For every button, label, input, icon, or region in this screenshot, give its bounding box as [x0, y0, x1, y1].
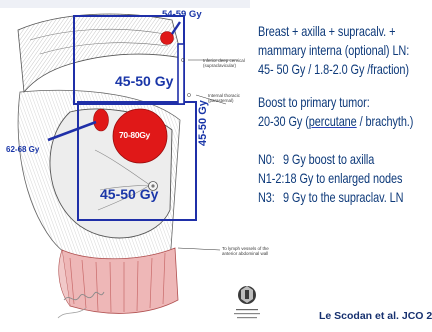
- citation: Le Scodan et al. JCO 2009: [319, 310, 432, 322]
- axillary-dose-label: 62-68 Gy: [6, 145, 39, 154]
- treatment-line-2: mammary interna (optional) LN:: [258, 42, 409, 59]
- boost-title: Boost to primary tumor:: [258, 94, 370, 111]
- boost-dose: 20-30 Gy (percutane / brachyth.): [258, 113, 413, 130]
- lymph-vessels-label: To lymph vessels of the anterior abdomin…: [222, 246, 269, 256]
- internal-thoracic-label: Internal thoracic (parasternal): [208, 93, 240, 103]
- treatment-line-3: 45- 50 Gy / 1.8-2.0 Gy /fraction): [258, 61, 409, 78]
- university-seal-logo: [230, 281, 264, 325]
- percutane-underlined: percutane: [309, 113, 357, 129]
- supraclav-dose-label: 54-59 Gy: [162, 9, 202, 20]
- n0-line: N0:9 Gy boost to axilla: [258, 151, 374, 168]
- top-box-dose-label: 45-50 Gy: [115, 73, 173, 89]
- vertical-box-dose-label: 45-50 Gy: [197, 100, 209, 146]
- axillary-node: [94, 109, 109, 131]
- breast-anatomy-illustration: [0, 0, 250, 332]
- deep-cervical-label: Inferior deep cervical (supraclavicular): [203, 58, 245, 68]
- bottom-box-dose-label: 45-50 Gy: [100, 186, 158, 202]
- n3-line: N3:9 Gy to the supraclav. LN: [258, 189, 403, 206]
- treatment-line-1: Breast + axilla + supracalv. +: [258, 23, 395, 40]
- n12-line: N1-2:18 Gy to enlarged nodes: [258, 170, 402, 187]
- tumor-dose-label: 70-80Gy: [119, 130, 150, 140]
